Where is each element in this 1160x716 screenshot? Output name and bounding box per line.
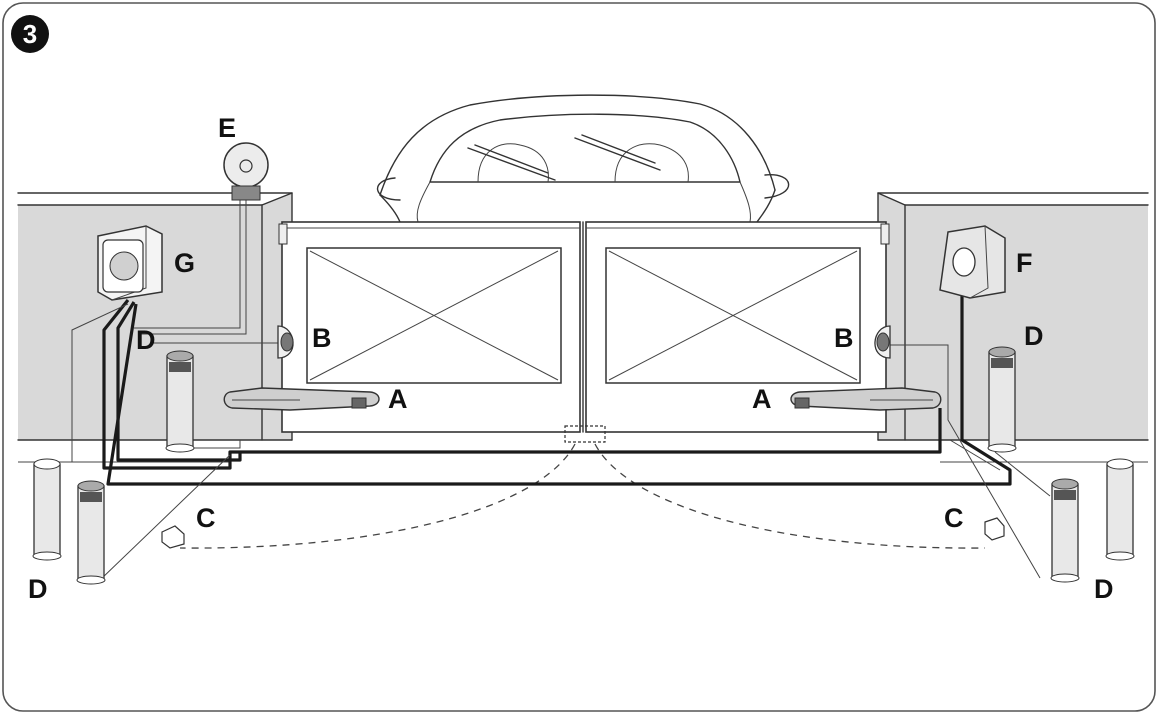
label-a-right: A: [752, 384, 772, 414]
label-f: F: [1016, 248, 1033, 278]
column-d-right-front: [1050, 478, 1080, 583]
label-d-bottom-right: D: [1094, 574, 1114, 604]
flashing-light-e: [223, 142, 269, 201]
label-c-right: C: [944, 503, 964, 533]
figure-number-badge: 3: [11, 15, 49, 53]
car: [376, 94, 790, 223]
label-g: G: [174, 248, 195, 278]
photocell-b-left: [277, 325, 294, 359]
label-d-bottom-left: D: [28, 574, 48, 604]
gate-stop-c-left: [161, 525, 185, 549]
control-unit-g: [97, 225, 163, 301]
gear-motor-a-left: [223, 387, 380, 411]
column-d-left-near-wall: [165, 350, 195, 453]
cables: [71, 198, 1012, 486]
label-b-right: B: [834, 323, 854, 353]
column-d-left-front: [76, 480, 106, 585]
label-e: E: [218, 113, 236, 143]
label-c-left: C: [196, 503, 216, 533]
column-d-right-near-wall: [987, 346, 1017, 453]
photocell-b-right: [874, 325, 891, 359]
label-a-left: A: [388, 384, 408, 414]
label-b-left: B: [312, 323, 332, 353]
label-d-top-right: D: [1024, 321, 1044, 351]
leader-lines: [99, 342, 1051, 581]
gate-center-stop: [564, 221, 606, 443]
gear-motor-a-right: [790, 387, 942, 411]
figure-number: 3: [23, 19, 37, 49]
gate-swing-arcs: [179, 443, 986, 549]
column-d-right-outer: [1105, 458, 1135, 561]
gate-stop-c-right: [984, 517, 1005, 541]
key-selector-f: [939, 225, 1006, 299]
column-d-left-outer: [32, 458, 62, 561]
label-d-top-left: D: [136, 325, 156, 355]
